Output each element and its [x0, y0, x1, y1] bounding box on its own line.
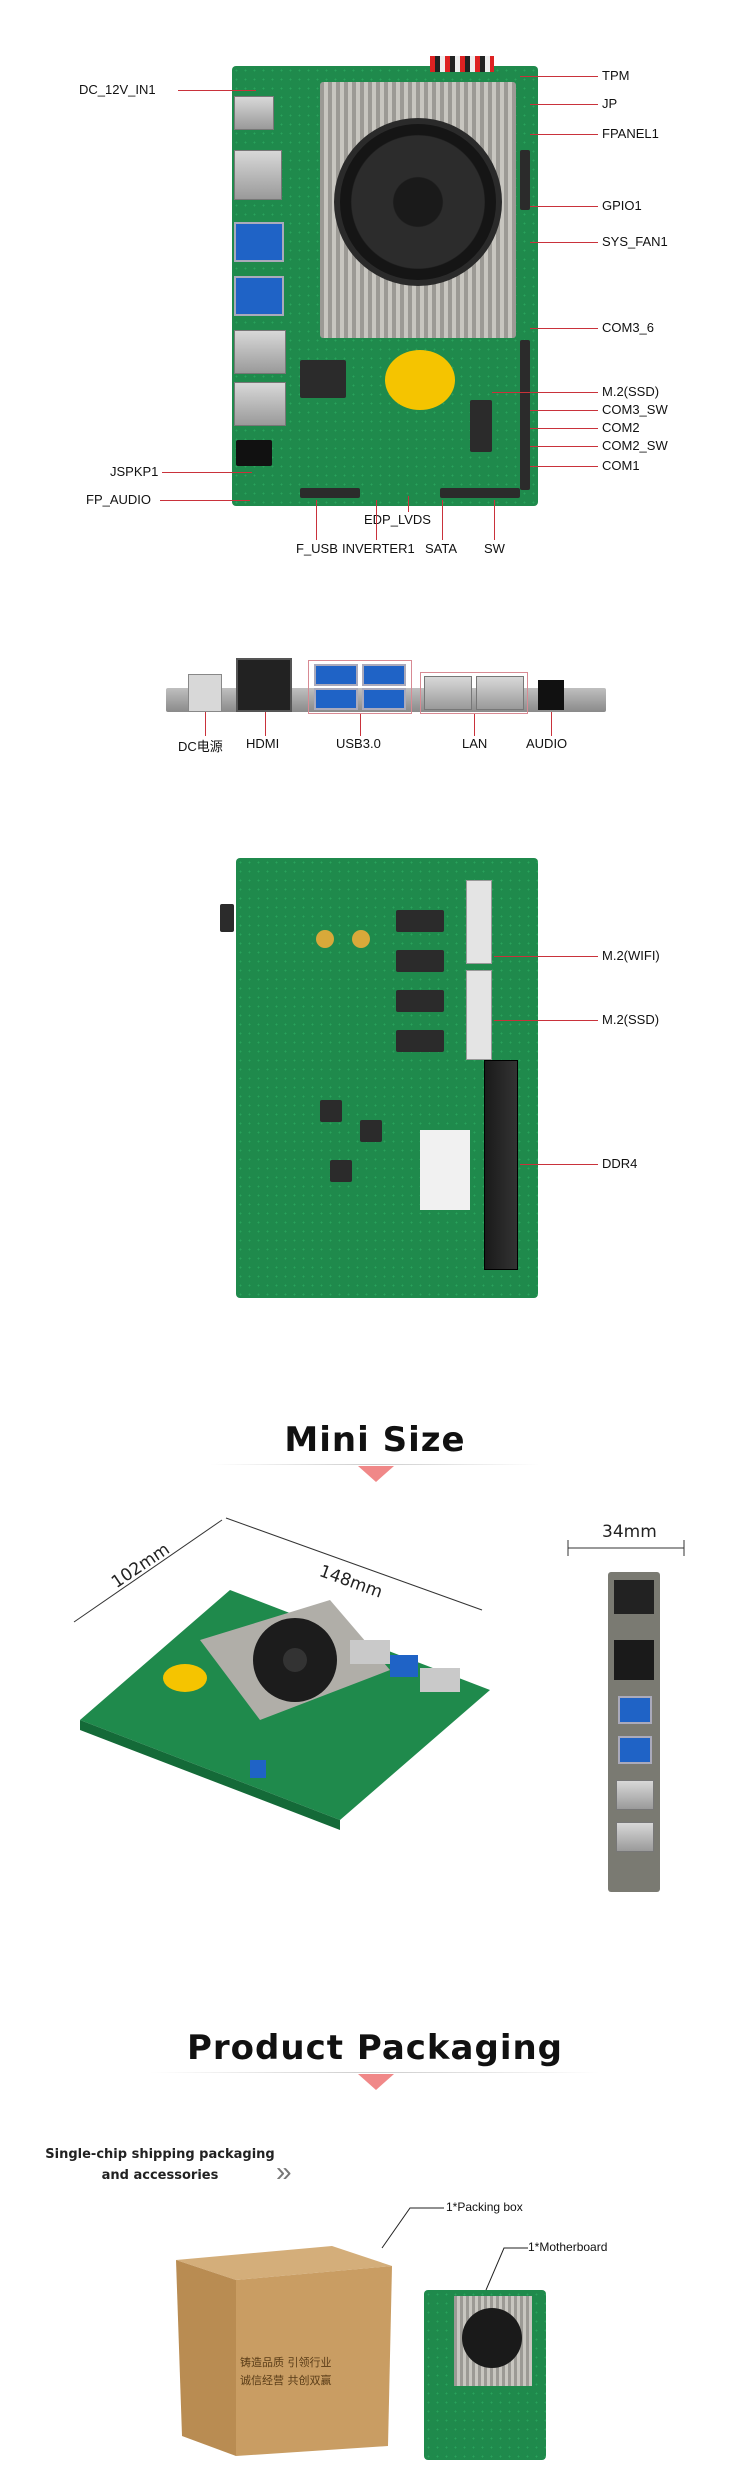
height-dimension-line [567, 1540, 685, 1556]
connector-image [440, 488, 520, 498]
label-com3-6: COM3_6 [602, 320, 655, 335]
dc-jack-image [188, 674, 222, 712]
label-com3-sw: COM3_SW [602, 402, 668, 417]
dc-jack-image [234, 96, 274, 130]
label-dc-power: DC电源 [178, 739, 223, 754]
audio-jack-image [538, 680, 564, 710]
lan-port-image [476, 676, 524, 710]
audio-jack-image [236, 440, 272, 466]
ddr4-slot-image [484, 1060, 518, 1270]
label-m2-ssd-back: M.2(SSD) [602, 1012, 660, 1027]
label-com2: COM2 [602, 420, 640, 435]
fan-cable-image [430, 56, 494, 72]
packaging-title: Product Packaging [186, 2028, 564, 2068]
side-connector-image [220, 904, 234, 932]
label-gpio1: GPIO1 [602, 198, 642, 213]
label-dc-12v-in1: DC_12V_IN1 [79, 82, 156, 97]
motherboard-item-label: 1*Motherboard [528, 2240, 608, 2254]
usb-port-image [362, 664, 406, 686]
label-fpanel1: FPANEL1 [602, 126, 659, 141]
label-hdmi: HDMI [246, 736, 280, 751]
label-m2-ssd-top: M.2(SSD) [602, 384, 660, 399]
packaging-note-line2: and accessories [101, 2168, 219, 2183]
standoff-image [352, 930, 370, 948]
battery-image [385, 350, 455, 410]
hdmi-port-image [614, 1640, 654, 1680]
hdmi-port-image [234, 150, 282, 200]
label-inverter1: INVERTER1 [342, 541, 415, 556]
box-text-line1: 铸造品质 引领行业 [240, 2356, 332, 2369]
usb-port-image [314, 664, 358, 686]
m2-ssd-slot-image [466, 970, 492, 1060]
box-text-line2: 诚信经营 共创双赢 [240, 2374, 332, 2387]
title-triangle-icon [358, 2074, 394, 2090]
chip-image [396, 1030, 444, 1052]
usb-port-image [234, 222, 284, 262]
mini-size-title: Mini Size [284, 1420, 466, 1460]
label-m2-wifi: M.2(WIFI) [602, 948, 660, 963]
label-com1: COM1 [602, 458, 640, 473]
connector-image [520, 340, 530, 490]
packaging-note: Single-chip shipping packaging and acces… [40, 2144, 280, 2186]
double-chevron-icon: » [276, 2156, 292, 2187]
dimension-lines [73, 1517, 483, 1623]
label-sw: SW [484, 541, 505, 556]
packing-box-image [176, 2246, 392, 2456]
label-jspkp1: JSPKP1 [110, 464, 159, 479]
hdmi-port-image [236, 658, 292, 712]
label-sys-fan1: SYS_FAN1 [602, 234, 668, 249]
usb-port-image [314, 688, 358, 710]
box-print-text: 铸造品质 引领行业 诚信经营 共创双赢 [240, 2354, 380, 2390]
label-com2-sw: COM2_SW [602, 438, 668, 453]
label-tpm: TPM [602, 68, 630, 83]
lan-highlight-box [420, 672, 528, 714]
fan-image [334, 118, 502, 286]
usb-port-image [362, 688, 406, 710]
lan-port-image [424, 676, 472, 710]
label-f-usb: F_USB [296, 541, 338, 556]
board-isometric-image [80, 1590, 490, 1830]
chip-image [320, 1100, 342, 1122]
usb-port-image [618, 1736, 652, 1764]
chip-image [396, 910, 444, 932]
label-sata: SATA [425, 541, 458, 556]
chip-image [330, 1160, 352, 1182]
motherboard-pointer [485, 2247, 528, 2291]
standoff-image [316, 930, 334, 948]
lan-port-image [234, 330, 286, 374]
chip-image [396, 990, 444, 1012]
usb-highlight-box [308, 660, 412, 714]
connector-image [300, 488, 360, 498]
packing-box-pointer [381, 2207, 444, 2249]
label-edp-lvds: EDP_LVDS [364, 512, 431, 527]
fan-image [462, 2308, 522, 2368]
lan-port-image [616, 1822, 654, 1852]
title-triangle-icon [358, 1466, 394, 1482]
usb-port-image [618, 1696, 652, 1724]
label-ddr4: DDR4 [602, 1156, 638, 1171]
label-sticker-image [420, 1130, 470, 1210]
chip-image [300, 360, 346, 398]
lan-port-image [234, 382, 286, 426]
chip-image [396, 950, 444, 972]
packaging-note-line1: Single-chip shipping packaging [45, 2147, 275, 2162]
m2-wifi-slot-image [466, 880, 492, 964]
height-dimension-label: 34mm [602, 1522, 657, 1542]
dc-jack-image [614, 1580, 654, 1614]
connector-image [520, 150, 530, 210]
m2-slot-image [470, 400, 492, 452]
packing-box-item-label: 1*Packing box [446, 2200, 523, 2214]
label-jp: JP [602, 96, 618, 111]
lan-port-image [616, 1780, 654, 1810]
label-fp-audio: FP_AUDIO [86, 492, 152, 507]
label-usb30: USB3.0 [336, 736, 381, 751]
label-lan: LAN [462, 736, 488, 751]
label-audio: AUDIO [526, 736, 568, 751]
usb-port-image [234, 276, 284, 316]
chip-image [360, 1120, 382, 1142]
